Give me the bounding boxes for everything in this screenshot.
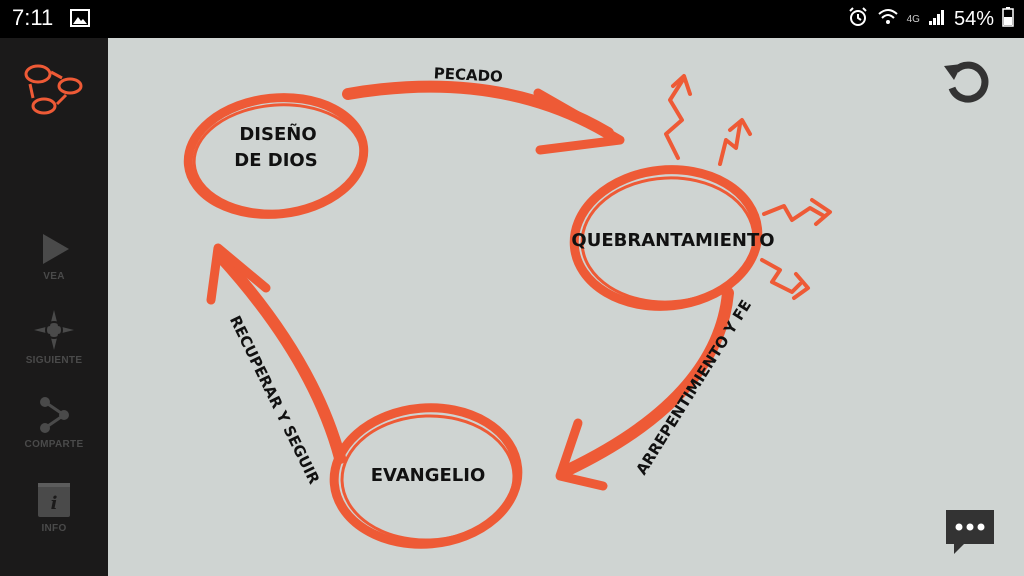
play-icon	[37, 234, 71, 270]
design-label-line1: DISEÑO	[239, 122, 316, 145]
sidebar-label-vea: VEA	[43, 271, 65, 282]
sin-arrow-label: PECADO	[433, 64, 503, 86]
repentance-arrow	[555, 287, 734, 491]
cycle-diagram: DISEÑO DE DIOS QUEBRANTAMIENTO EVANGELIO…	[183, 64, 832, 549]
status-time: 7:11	[12, 5, 54, 30]
status-bar: 7:11 4G 54%	[0, 0, 1024, 38]
brokenness-label: QUEBRANTAMIENTO	[571, 230, 774, 251]
gospel-label: EVANGELIO	[371, 465, 486, 486]
gallery-icon	[70, 9, 90, 32]
diagram-canvas: DISEÑO DE DIOS QUEBRANTAMIENTO EVANGELIO…	[108, 38, 1024, 576]
recover-arrow	[206, 243, 346, 464]
brokenness-node-circle	[569, 165, 763, 311]
sidebar: VEA SIGUIENTE COMPARTE i INFO	[0, 38, 108, 576]
cycle-logo-icon	[20, 64, 88, 126]
sidebar-item-siguiente[interactable]: SIGUIENTE	[0, 310, 108, 366]
repentance-arrow-label: ARREPENTIMIENTO Y FE	[632, 297, 755, 478]
sidebar-item-cycle[interactable]	[0, 60, 108, 127]
chat-bubble-icon	[944, 510, 1000, 560]
sidebar-item-info[interactable]: i INFO	[0, 482, 108, 534]
recover-arrow-label: RECUPERAR Y SEGUIR	[226, 313, 323, 487]
crack-marks	[664, 74, 832, 300]
comments-button[interactable]	[944, 508, 1000, 556]
design-label-line2: DE DIOS	[234, 150, 317, 171]
sidebar-label-info: INFO	[41, 523, 67, 534]
sin-arrow	[342, 80, 625, 155]
compass-icon	[34, 310, 74, 354]
signal-icon	[928, 8, 946, 31]
wifi-icon	[877, 7, 899, 32]
sidebar-item-vea[interactable]: VEA	[0, 232, 108, 282]
design-node-circle	[183, 93, 369, 219]
share-icon	[36, 397, 72, 438]
sidebar-label-comparte: COMPARTE	[24, 439, 84, 450]
info-icon: i	[37, 483, 71, 522]
battery-icon	[1002, 6, 1014, 32]
svg-text:i: i	[51, 493, 58, 514]
alarm-icon	[847, 6, 869, 33]
sidebar-label-siguiente: SIGUIENTE	[25, 355, 83, 366]
battery-percent: 54%	[953, 7, 994, 30]
network-type-label: 4G	[906, 13, 920, 25]
refresh-icon	[940, 61, 992, 112]
gospel-node-circle	[329, 403, 523, 549]
replay-button[interactable]	[940, 56, 992, 108]
sidebar-item-comparte[interactable]: COMPARTE	[0, 396, 108, 450]
